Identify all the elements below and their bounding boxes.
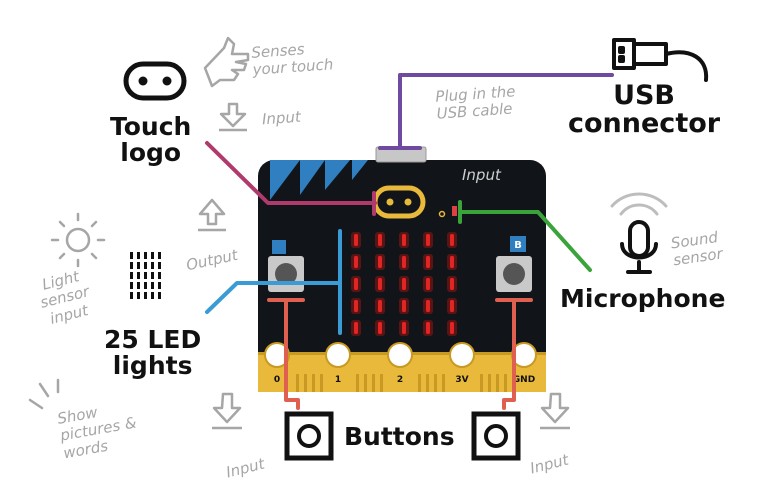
microbit-board: 0 1 2 3V GND Input <box>258 146 546 392</box>
sparkle-icon <box>28 378 60 410</box>
pin-label-gnd: GND <box>513 375 535 385</box>
microphone-line <box>460 210 592 272</box>
led <box>450 234 454 246</box>
sound-waves-icon <box>610 192 668 216</box>
led-grid-dot <box>130 292 133 299</box>
led <box>378 234 382 246</box>
pin-holes <box>264 342 537 368</box>
led-grid-dot <box>144 282 147 289</box>
led-grid-dot <box>130 252 133 259</box>
led-grid-dot <box>158 292 161 299</box>
button-icon <box>284 411 334 461</box>
pin-label-3v: 3V <box>455 375 468 385</box>
pin-label-1: 1 <box>335 375 341 385</box>
led <box>450 256 454 268</box>
plug-usb-note: Plug in the USB cable <box>434 82 516 124</box>
sound-sensor-note: Sound sensor <box>669 228 724 270</box>
led <box>450 300 454 312</box>
led-line <box>205 281 342 314</box>
usb-plug-icon <box>612 38 709 82</box>
led <box>426 278 430 290</box>
mic-hole <box>438 210 446 218</box>
led-grid-icon <box>130 252 161 299</box>
microphone-label: Microphone <box>560 284 726 313</box>
led-grid-dot <box>151 282 154 289</box>
led-grid-dot <box>151 272 154 279</box>
led-matrix <box>351 232 457 336</box>
led-grid-dot <box>137 282 140 289</box>
senses-touch-note: Senses your touch <box>250 40 334 80</box>
hand-icon <box>203 36 250 88</box>
led <box>402 278 406 290</box>
button-b-line <box>502 298 516 410</box>
led-grid-dot <box>130 262 133 269</box>
arrow-down-icon <box>219 102 247 132</box>
led-grid-dot <box>137 272 140 279</box>
usb-line <box>398 73 614 150</box>
pin-label-0: 0 <box>274 375 280 385</box>
led-grid-dot <box>130 282 133 289</box>
touch-input-note: Input <box>261 107 302 129</box>
led <box>354 256 358 268</box>
led <box>450 278 454 290</box>
led-lights-label: 25 LED lights <box>104 325 202 381</box>
arrow-down-icon <box>212 392 242 430</box>
button-icon <box>471 411 521 461</box>
arrow-down-icon <box>540 392 570 430</box>
led-grid-dot <box>137 252 140 259</box>
led-grid-dot <box>151 252 154 259</box>
board-input-note: Input <box>462 166 502 184</box>
led-grid-dot <box>158 282 161 289</box>
led <box>426 234 430 246</box>
board-decoration <box>270 160 368 200</box>
touch-logo-line <box>205 141 377 205</box>
led <box>426 322 430 334</box>
led-grid-dot <box>130 272 133 279</box>
callout-lines <box>205 73 614 410</box>
button-b-letter: B <box>514 240 522 251</box>
pin-label-2: 2 <box>397 375 403 385</box>
led-grid-dot <box>144 252 147 259</box>
button-a-line <box>284 298 300 410</box>
led <box>426 256 430 268</box>
microphone-icon <box>620 220 658 274</box>
led <box>450 322 454 334</box>
led-grid-dot <box>137 292 140 299</box>
led <box>378 300 382 312</box>
led <box>402 234 406 246</box>
led-grid-dot <box>158 272 161 279</box>
touch-logo-label: Touch logo <box>110 112 192 168</box>
touch-logo-icon <box>123 61 187 101</box>
led <box>402 322 406 334</box>
sun-icon <box>50 212 106 268</box>
led-grid-dot <box>151 292 154 299</box>
led <box>426 300 430 312</box>
usb-connector-label: USB connector <box>568 80 721 140</box>
led <box>354 234 358 246</box>
led <box>354 300 358 312</box>
mic-indicator <box>452 206 457 216</box>
edge-teeth <box>296 374 507 392</box>
button-b[interactable]: B <box>496 236 532 292</box>
led <box>378 322 382 334</box>
buttons-label: Buttons <box>344 422 455 451</box>
led-grid-dot <box>137 262 140 269</box>
led-grid-dot <box>158 252 161 259</box>
led-grid-dot <box>151 262 154 269</box>
led-grid-dot <box>144 292 147 299</box>
led-grid-dot <box>158 262 161 269</box>
led-grid-dot <box>144 272 147 279</box>
led <box>402 256 406 268</box>
led <box>354 278 358 290</box>
led <box>402 300 406 312</box>
led-grid-dot <box>144 262 147 269</box>
led <box>378 256 382 268</box>
led <box>354 322 358 334</box>
arrow-up-icon <box>198 198 226 232</box>
led <box>378 278 382 290</box>
